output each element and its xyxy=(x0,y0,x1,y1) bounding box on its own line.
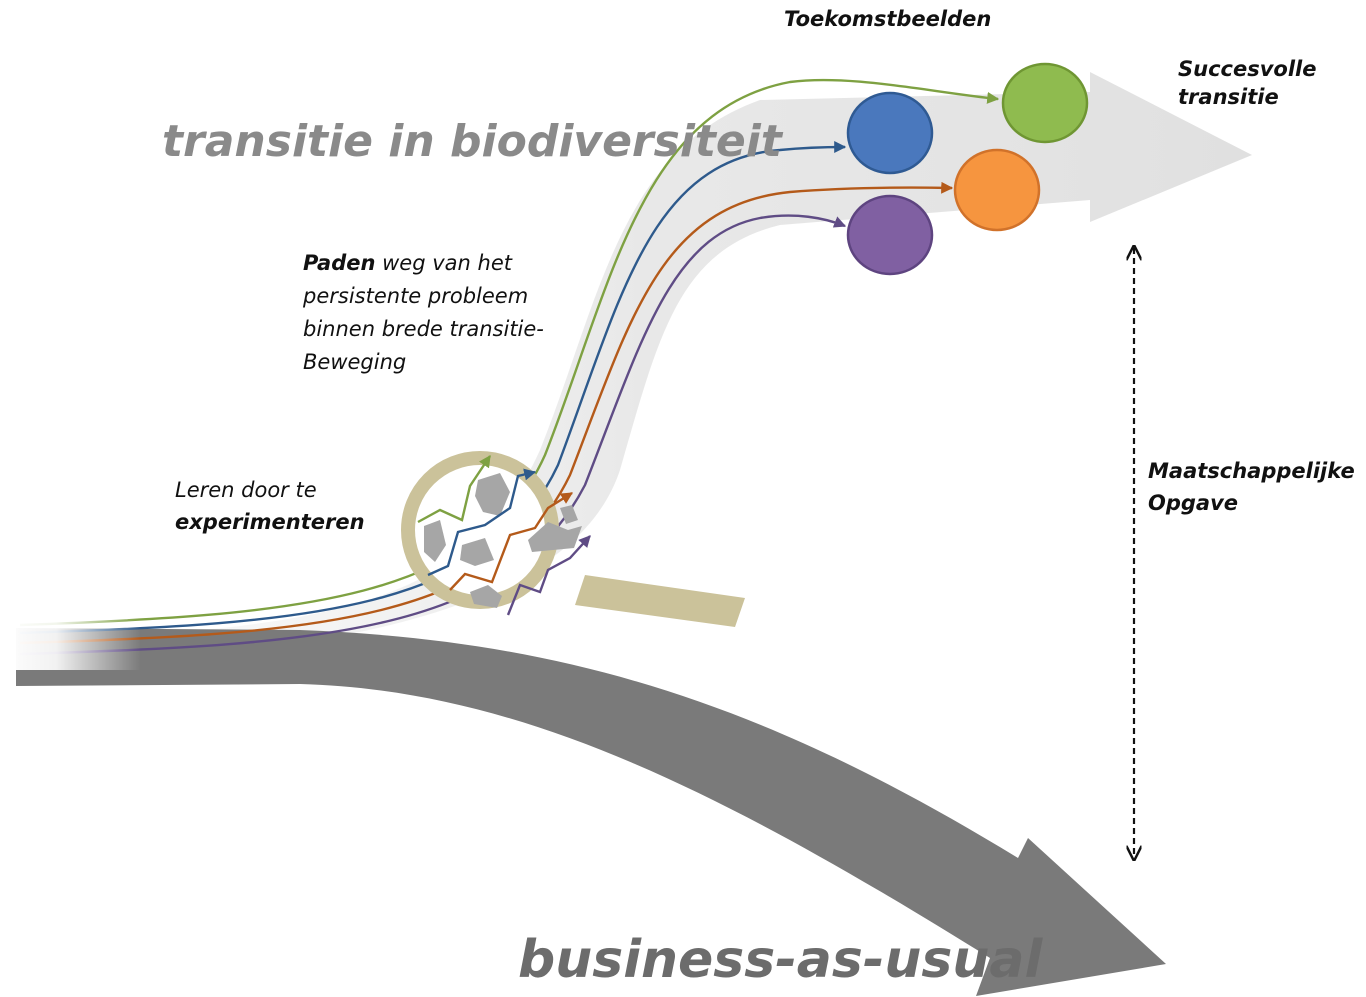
paths-line-3: binnen brede transitie- xyxy=(303,317,544,341)
societal-line-2: Opgave xyxy=(1148,491,1239,515)
zigzag-orange xyxy=(449,491,574,591)
paths-label: Paden weg van het persistente probleem b… xyxy=(303,247,544,379)
success-line-1: Succesvolle xyxy=(1178,57,1317,81)
paths-line-1: Paden weg van het xyxy=(303,247,544,280)
obstacles xyxy=(424,473,582,608)
obstacle-rock xyxy=(475,473,510,516)
learning-line-1: Leren door te xyxy=(175,478,317,502)
business-as-usual-title: business-as-usual xyxy=(518,930,1043,990)
paths-line-4: Beweging xyxy=(303,350,407,374)
success-label: Succesvolle transitie xyxy=(1178,56,1316,111)
obstacle-rock xyxy=(560,505,578,524)
societal-task-label: Maatschappelijke Opgave xyxy=(1148,455,1355,519)
zigzag-blue xyxy=(427,468,537,577)
obstacle-rock xyxy=(424,520,446,562)
paths-line-1-rest: weg van het xyxy=(375,251,512,275)
societal-line-1: Maatschappelijke xyxy=(1148,459,1355,483)
learning-line-2: experimenteren xyxy=(175,510,365,534)
obstacle-rock xyxy=(460,538,494,566)
future-circle-blue xyxy=(846,91,934,175)
zigzag-green xyxy=(417,455,491,524)
transition-title: transitie in biodiversiteit xyxy=(162,116,782,167)
paths-bold: Paden xyxy=(303,251,376,275)
magnifier-handle xyxy=(575,575,745,627)
zigzag-purple xyxy=(506,535,591,616)
future-images-label: Toekomstbeelden xyxy=(784,7,992,31)
obstacle-rock xyxy=(528,522,582,552)
success-line-2: transitie xyxy=(1178,84,1279,109)
transition-band xyxy=(20,72,1252,665)
obstacle-rock xyxy=(470,585,502,608)
future-circle-orange xyxy=(953,148,1041,232)
future-circle-purple xyxy=(846,194,934,276)
paths-line-2: persistente probleem xyxy=(303,284,529,308)
future-circle-green xyxy=(1001,62,1089,144)
learning-label: Leren door te experimenteren xyxy=(175,474,365,538)
left-fade xyxy=(0,590,470,670)
